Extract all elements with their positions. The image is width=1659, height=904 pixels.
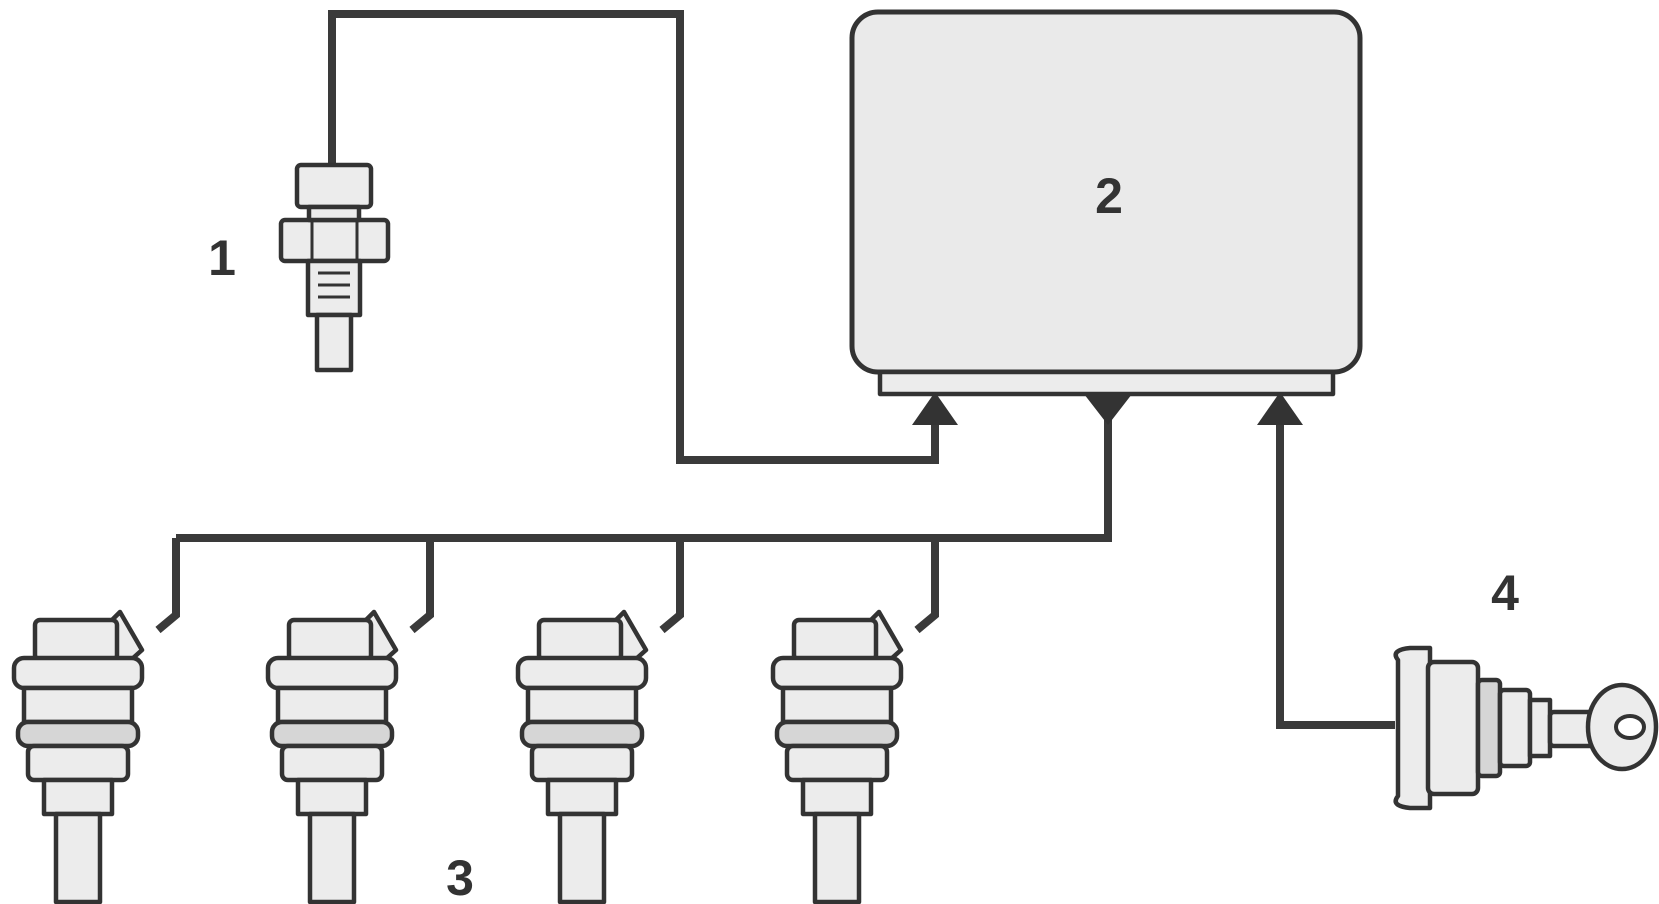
wire-sensor-to-ecu (328, 10, 939, 464)
label-control-unit: 2 (1095, 168, 1123, 224)
wire-switch-to-ecu (1276, 405, 1395, 729)
input-arrow-sensor (912, 392, 958, 425)
wire-injector-drop-3 (659, 538, 684, 634)
label-ignition-switch: 4 (1491, 565, 1519, 621)
injector-4 (773, 612, 901, 902)
injector-2 (268, 612, 396, 902)
injector-3 (518, 612, 646, 902)
wire-injector-drop-1 (155, 538, 180, 634)
label-sensor: 1 (208, 230, 236, 286)
wire-injector-drop-4 (914, 538, 939, 634)
wire-injector-drop-2 (409, 538, 434, 634)
injector-1 (14, 612, 142, 902)
ignition-switch (1393, 645, 1553, 811)
input-arrow-switch (1257, 392, 1303, 425)
key-icon (1547, 682, 1659, 772)
wire-ecu-to-injectors (176, 405, 1112, 542)
control-unit (849, 9, 1363, 397)
label-injectors: 3 (446, 850, 474, 904)
output-arrow-injectors (1084, 394, 1132, 425)
temperature-sensor (278, 162, 391, 373)
